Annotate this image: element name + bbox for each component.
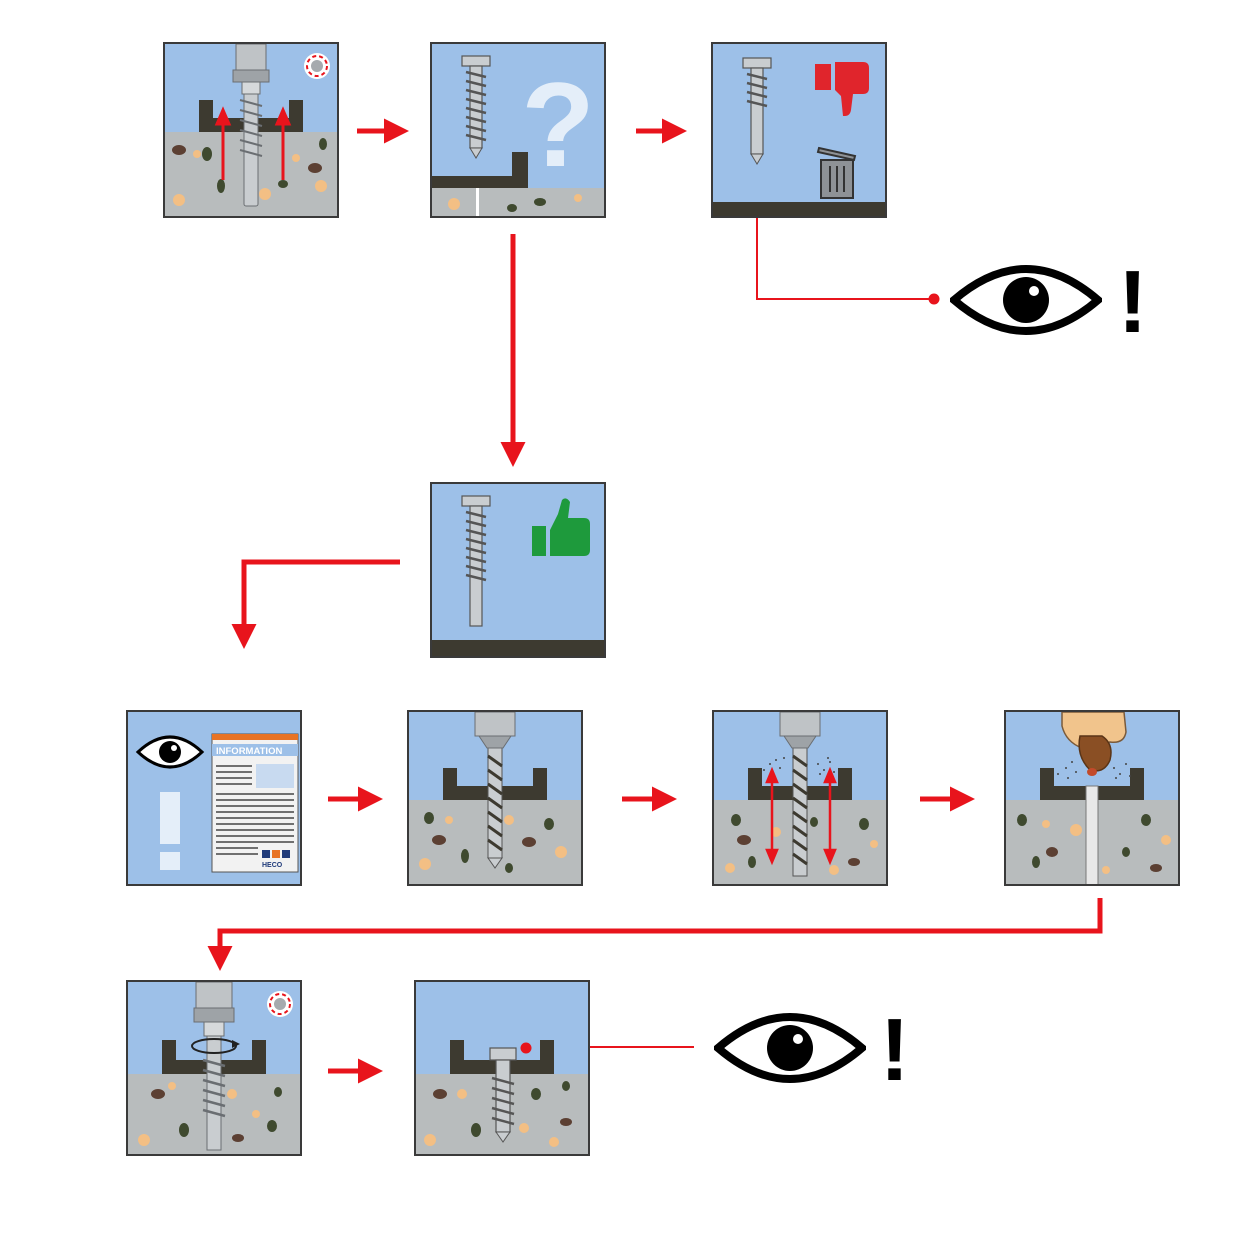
dust-arrows-icon: [765, 766, 837, 866]
callout-dot-rejected: [928, 293, 940, 305]
exclamation-mark-installed: !: [880, 1000, 910, 1099]
brand-name: HECO: [262, 862, 283, 869]
step-read-information-panel: INFORMATION HECO: [126, 710, 302, 886]
heco-logo: HECO: [262, 850, 290, 869]
eye-icon: [135, 735, 205, 769]
step-screw-approved-panel: [430, 482, 606, 658]
step-clean-hole-panel: [712, 710, 888, 886]
drill-chuck-icon: [779, 712, 821, 749]
screw-icon: [461, 495, 491, 627]
thumbs-down-icon: [815, 62, 869, 116]
drill-chuck-icon: [193, 982, 235, 1037]
information-sheet-icon: INFORMATION HECO: [211, 733, 299, 873]
step-fill-hole-panel: [1004, 710, 1180, 886]
step-remove-screw-panel: [163, 42, 339, 218]
screw-icon: [742, 57, 772, 165]
screw-icon: [489, 1047, 517, 1143]
exclamation-mark-rejected: !: [1118, 252, 1148, 351]
step-screw-rejected-panel: [711, 42, 887, 218]
dust-particles-icon: [763, 757, 835, 775]
rotation-reverse-icon: [304, 53, 330, 79]
dust-particles-icon: [1057, 761, 1131, 779]
step-installed-screw-panel: [414, 980, 590, 1156]
step-check-screw-panel: ?: [430, 42, 606, 218]
arrow-approved-to-information: [231, 559, 400, 649]
eye-icon: [950, 265, 1102, 335]
step-drill-hole-panel: [407, 710, 583, 886]
step-reinstall-screw-panel: [126, 980, 302, 1156]
exclamation-icon: [160, 792, 180, 870]
screw-icon: [461, 55, 491, 159]
eye-icon: [714, 1013, 866, 1083]
arrow-fill-to-reinstall: [207, 898, 1103, 971]
thumbs-up-icon: [532, 498, 590, 556]
information-sheet-title: INFORMATION: [216, 746, 282, 757]
rotation-forward-icon: [267, 991, 293, 1017]
drill-chuck-icon: [474, 712, 516, 749]
pouring-hand-icon: [1061, 712, 1127, 776]
question-mark-icon: ?: [521, 58, 594, 192]
callout-dot-installed: [520, 1042, 532, 1054]
trash-can-icon: [816, 146, 857, 199]
rotation-arrow-icon: [191, 1038, 240, 1054]
